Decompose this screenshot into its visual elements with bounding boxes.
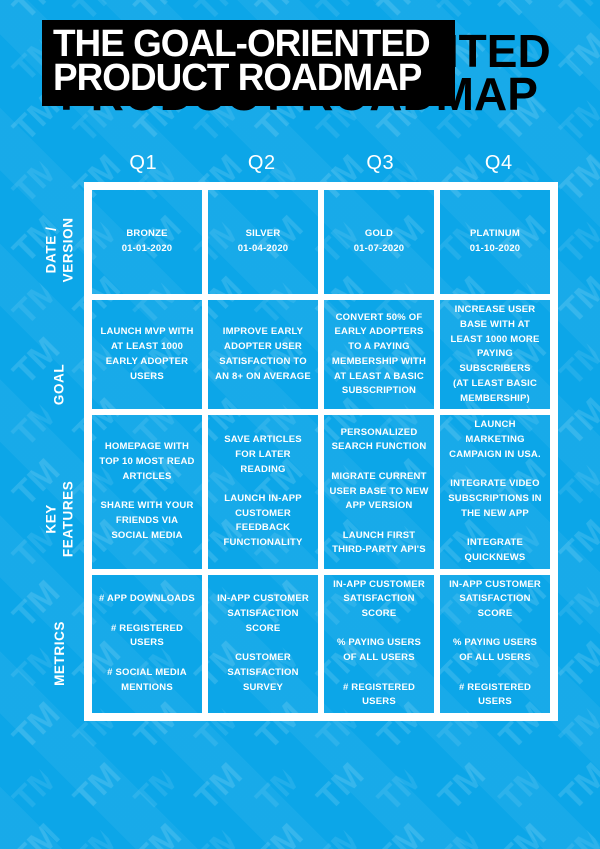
row-label-wrap: DATE / VERSION	[28, 182, 92, 317]
row-label-date-version: DATE / VERSION	[43, 216, 75, 282]
cell-metrics-q2: IN-APP CUSTOMER SATISFACTION SCORE CUSTO…	[205, 571, 321, 716]
row-label-column: DATE / VERSION GOAL KEY FEATURES METRICS	[28, 182, 92, 721]
page-title: THE GOAL-ORIENTED PRODUCT ROADMAP	[53, 23, 431, 100]
row-label-goal: GOAL	[51, 363, 67, 405]
page-title-line1: THE GOAL-ORIENTED	[53, 23, 431, 65]
title-black-box: THE GOAL-ORIENTED PRODUCT ROADMAP	[42, 20, 456, 107]
cell-metrics-q4: IN-APP CUSTOMER SATISFACTION SCORE % PAY…	[437, 571, 553, 716]
title-area: THE GOAL-ORIENTED PRODUCT ROADMAP THE GO…	[42, 20, 551, 117]
column-header-q3: Q3	[366, 152, 395, 174]
row-label-wrap: KEY FEATURES	[28, 452, 92, 587]
cell-metrics-q3: IN-APP CUSTOMER SATISFACTION SCORE % PAY…	[321, 571, 437, 716]
cell-goal-q2: IMPROVE EARLY ADOPTER USER SATISFACTION …	[205, 297, 321, 413]
column-header-q4: Q4	[484, 152, 513, 174]
cell-key-features-q2: SAVE ARTICLES FOR LATER READING LAUNCH I…	[205, 412, 321, 572]
quarter-header-row: Q1 Q2 Q3 Q4	[84, 152, 558, 175]
cell-goal-q1: LAUNCH MVP WITH AT LEAST 1000 EARLY ADOP…	[89, 297, 205, 413]
roadmap-grid: BRONZE 01-01-2020 SILVER 01-04-2020 GOLD…	[84, 182, 558, 721]
cell-date-version-q3: GOLD 01-07-2020	[321, 187, 437, 298]
cell-metrics-q1: # APP DOWNLOADS # REGISTERED USERS # SOC…	[89, 571, 205, 716]
cell-date-version-q1: BRONZE 01-01-2020	[89, 187, 205, 298]
column-header-q2: Q2	[247, 152, 276, 174]
cell-key-features-q3: PERSONALIZED SEARCH FUNCTION MIGRATE CUR…	[321, 412, 437, 572]
cell-goal-q4: INCREASE USER BASE WITH AT LEAST 1000 MO…	[437, 297, 553, 413]
row-label-wrap: METRICS	[28, 586, 92, 721]
row-label-key-features: KEY FEATURES	[43, 480, 75, 558]
row-label-metrics: METRICS	[51, 621, 67, 687]
row-label-wrap: GOAL	[28, 317, 92, 452]
page-title-line2: PRODUCT ROADMAP	[53, 57, 422, 100]
cell-goal-q3: CONVERT 50% OF EARLY ADOPTERS TO A PAYIN…	[321, 297, 437, 413]
cell-date-version-q4: PLATINUM 01-10-2020	[437, 187, 553, 298]
cell-key-features-q4: LAUNCH MARKETING CAMPAIGN IN USA. INTEGR…	[437, 412, 553, 572]
cell-date-version-q2: SILVER 01-04-2020	[205, 187, 321, 298]
column-header-q1: Q1	[129, 152, 158, 174]
cell-key-features-q1: HOMEPAGE WITH TOP 10 MOST READ ARTICLES …	[89, 412, 205, 572]
